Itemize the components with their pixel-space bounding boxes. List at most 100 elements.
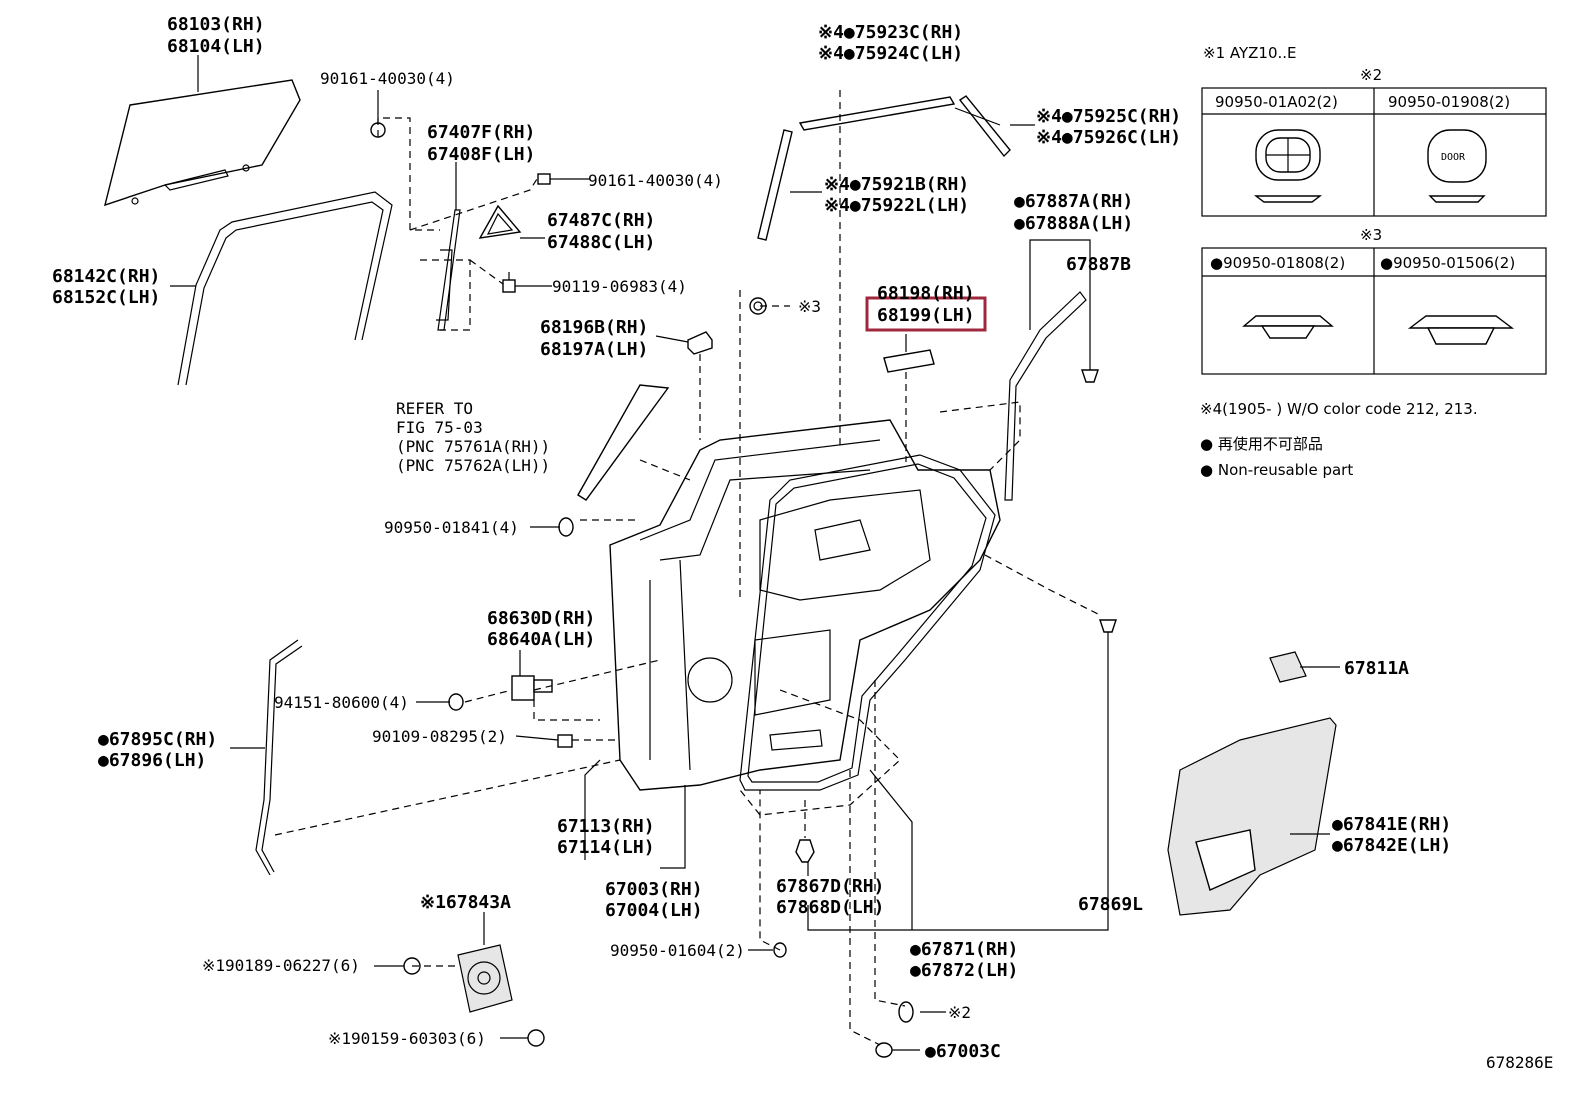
plug-90950-01841[interactable]: [558, 517, 574, 537]
corner-piece[interactable]: [478, 204, 522, 239]
label-67811[interactable]: 67811A: [1344, 658, 1409, 679]
refer-line-3[interactable]: (PNC 75761A(RH)): [396, 437, 550, 456]
clip-67869[interactable]: [1099, 619, 1117, 633]
label-68640[interactable]: 68640A(LH): [487, 629, 595, 650]
refer-line-1: REFER TO: [396, 399, 473, 418]
plug-67003c[interactable]: [875, 1042, 893, 1058]
label-75922[interactable]: ※4●75922L(LH): [824, 195, 969, 216]
label-90161-a[interactable]: 90161-40030(4): [320, 69, 455, 88]
door-seal-67895[interactable]: [255, 639, 303, 876]
label-75924[interactable]: ※4●75924C(LH): [818, 43, 963, 64]
clip-68196[interactable]: [687, 331, 713, 355]
note-x3-right-part[interactable]: ●90950-01506(2): [1380, 254, 1515, 272]
bolt-90119[interactable]: [502, 272, 516, 293]
label-67872[interactable]: ●67872(LH): [910, 960, 1018, 981]
glass-run[interactable]: [177, 191, 393, 386]
label-75925[interactable]: ※4●75925C(RH): [1036, 106, 1181, 127]
clip-67887b[interactable]: [1081, 369, 1099, 383]
label-67408[interactable]: 67408F(LH): [427, 144, 535, 165]
hinge-68630[interactable]: [511, 675, 553, 701]
non-reusable-jp: ● 再使用不可部品: [1200, 435, 1323, 453]
label-67887a[interactable]: ●67887A(RH): [1014, 191, 1133, 212]
plug-x2[interactable]: [898, 1001, 914, 1023]
label-68197[interactable]: 68197A(LH): [540, 339, 648, 360]
label-67841[interactable]: ●67841E(RH): [1332, 814, 1451, 835]
screw-90159[interactable]: [527, 1029, 545, 1047]
label-67003c[interactable]: ●67003C: [925, 1041, 1001, 1062]
figure-number: 678286E: [1486, 1053, 1553, 1072]
label-68196[interactable]: 68196B(RH): [540, 317, 648, 338]
service-hole-cover[interactable]: [1167, 717, 1337, 916]
note-x2-left-part[interactable]: 90950-01A02(2): [1215, 93, 1338, 111]
label-67004[interactable]: 67004(LH): [605, 900, 703, 921]
note-x1: ※1 AYZ10..E: [1203, 44, 1297, 62]
label-68142[interactable]: 68142C(RH): [52, 266, 160, 287]
label-67888a[interactable]: ●67888A(LH): [1014, 213, 1133, 234]
label-67843[interactable]: ※167843A: [420, 892, 511, 913]
label-68103[interactable]: 68103(RH): [167, 14, 265, 35]
label-90161-b[interactable]: 90161-40030(4): [588, 171, 723, 190]
door-weatherstrip[interactable]: [739, 454, 996, 791]
label-68198[interactable]: 68198(RH): [877, 283, 975, 304]
note-x3-left-part[interactable]: ●90950-01808(2): [1210, 254, 1345, 272]
pillar-garnish[interactable]: [577, 384, 670, 501]
label-67487[interactable]: 67487C(RH): [547, 210, 655, 231]
label-x2-plug[interactable]: ※2: [948, 1003, 971, 1022]
door-sash[interactable]: [436, 209, 461, 331]
bolt-90109[interactable]: [557, 734, 573, 748]
label-90109[interactable]: 90109-08295(2): [372, 727, 507, 746]
door-glass[interactable]: [104, 79, 301, 207]
refer-line-2[interactable]: FIG 75-03: [396, 418, 483, 437]
label-94151[interactable]: 94151-80600(4): [274, 693, 409, 712]
weatherstrip-67887[interactable]: [1004, 291, 1087, 501]
label-75926[interactable]: ※4●75926C(LH): [1036, 127, 1181, 148]
label-67869[interactable]: 67869L: [1078, 894, 1143, 915]
belt-moulding-75923[interactable]: [798, 96, 956, 131]
label-67887b[interactable]: 67887B: [1066, 254, 1131, 275]
note-x2-right-part[interactable]: 90950-01908(2): [1388, 93, 1510, 111]
label-90950-01604[interactable]: 90950-01604(2): [610, 941, 745, 960]
grommet-01a02-icon: [1253, 129, 1323, 203]
non-reusable-en: ● Non-reusable part: [1200, 461, 1353, 479]
label-67407[interactable]: 67407F(RH): [427, 122, 535, 143]
label-67842[interactable]: ●67842E(LH): [1332, 835, 1451, 856]
label-68630[interactable]: 68630D(RH): [487, 608, 595, 629]
speaker-67843[interactable]: [457, 944, 513, 1013]
label-90189[interactable]: ※190189-06227(6): [202, 956, 360, 975]
label-68152[interactable]: 68152C(LH): [52, 287, 160, 308]
leader-lines: [170, 55, 1340, 1051]
bracket-68198[interactable]: [883, 349, 935, 373]
label-67871[interactable]: ●67871(RH): [910, 939, 1018, 960]
label-75923[interactable]: ※4●75923C(RH): [818, 22, 963, 43]
label-67488[interactable]: 67488C(LH): [547, 232, 655, 253]
label-90119[interactable]: 90119-06983(4): [552, 277, 687, 296]
refer-line-4[interactable]: (PNC 75762A(LH)): [396, 456, 550, 475]
plug-x3[interactable]: [749, 297, 767, 315]
screw-90161-b[interactable]: [537, 173, 560, 185]
label-90950-01841[interactable]: 90950-01841(4): [384, 518, 519, 537]
highlight-box: [865, 296, 987, 332]
pad-67811[interactable]: [1269, 651, 1307, 683]
clip-67867[interactable]: [795, 839, 815, 863]
note-x2-mark: ※2: [1360, 66, 1382, 84]
label-90159[interactable]: ※190159-60303(6): [328, 1029, 486, 1048]
label-x3-plug[interactable]: ※3: [798, 297, 821, 316]
rear-door-panel[interactable]: [609, 419, 1001, 791]
label-75921[interactable]: ※4●75921B(RH): [824, 174, 969, 195]
label-67867[interactable]: 67867D(RH): [776, 876, 884, 897]
label-67896[interactable]: ●67896(LH): [98, 750, 206, 771]
legend: ※1 AYZ10..E ※2 90950-01A02(2) 90950-0190…: [1200, 44, 1547, 479]
label-68199[interactable]: 68199(LH): [877, 305, 975, 326]
label-67895[interactable]: ●67895C(RH): [98, 729, 217, 750]
label-68104[interactable]: 68104(LH): [167, 36, 265, 57]
moulding-75925[interactable]: [958, 95, 1011, 158]
label-67003[interactable]: 67003(RH): [605, 879, 703, 900]
part-labels: 68103(RH) 68104(LH) 90161-40030(4) 67407…: [52, 14, 1553, 1072]
nut-94151[interactable]: [448, 693, 464, 711]
label-67114[interactable]: 67114(LH): [557, 837, 655, 858]
moulding-75921[interactable]: [757, 129, 793, 241]
label-67113[interactable]: 67113(RH): [557, 816, 655, 837]
label-67868[interactable]: 67868D(LH): [776, 897, 884, 918]
